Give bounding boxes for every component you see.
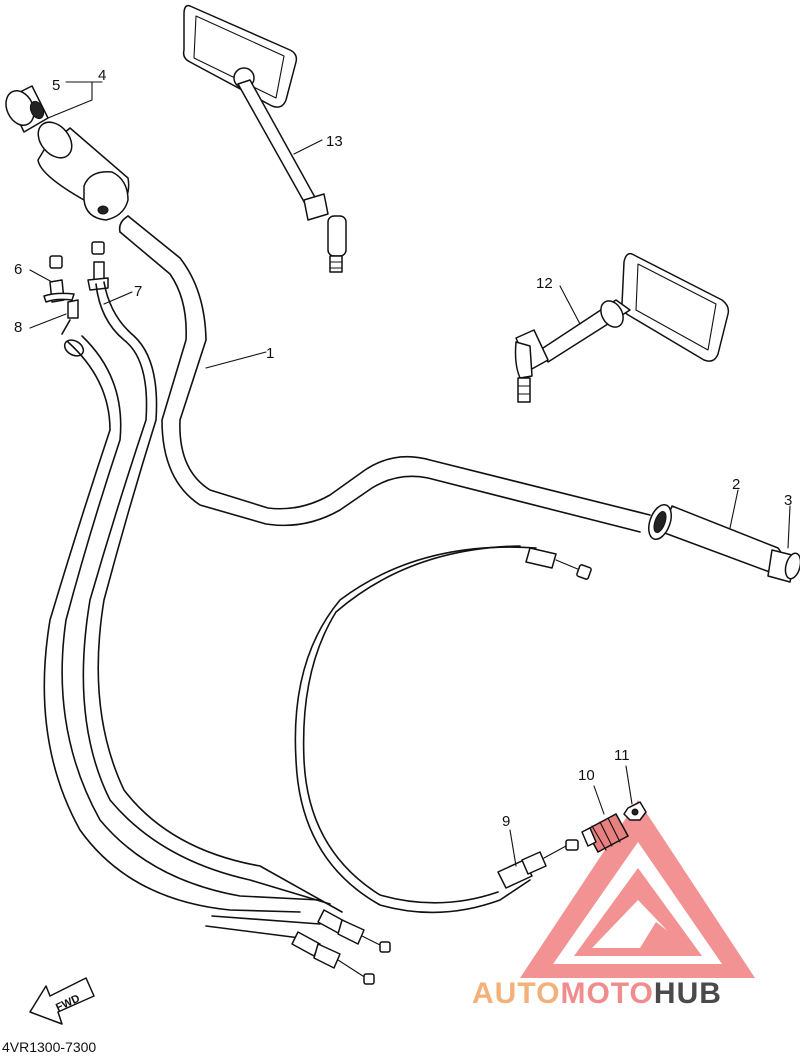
- label-part-12: 12: [536, 275, 553, 292]
- brand-hub: HUB: [654, 977, 722, 1010]
- grip-right-part-2: [648, 503, 784, 575]
- handlebar-part-1: [118, 215, 651, 533]
- grip-left-part-4: [37, 121, 130, 221]
- adjuster-part-10: [581, 812, 630, 854]
- cable-ends-bottom: [291, 909, 391, 985]
- label-part-9: 9: [502, 813, 510, 830]
- fwd-arrow-icon: FWD: [29, 977, 95, 1025]
- svg-text:AUTOMOTOHUB: AUTOMOTOHUB: [472, 977, 722, 1010]
- brand-auto: AUTO: [472, 977, 560, 1010]
- watermark-brand-text: AUTOMOTOHUB: [472, 977, 722, 1010]
- mirror-left-part-13: [182, 4, 347, 273]
- leader-lines: [29, 81, 791, 867]
- grip-end-part-5: [5, 85, 49, 133]
- label-part-4: 4: [98, 67, 106, 84]
- throttle-cables: [43, 281, 343, 939]
- diagram-code: 4VR1300-7300: [2, 1039, 96, 1055]
- label-part-8: 8: [14, 319, 22, 336]
- locknut-part-11: [623, 801, 647, 821]
- label-part-3: 3: [784, 492, 792, 509]
- brand-moto: MOTO: [560, 977, 653, 1010]
- mirror-right-part-12: [514, 252, 730, 403]
- part-labels: 1 2 3 4 5 6 7 8 9 10 11 12 13: [14, 67, 792, 830]
- label-part-2: 2: [732, 476, 740, 493]
- label-part-6: 6: [14, 261, 22, 278]
- label-part-11: 11: [614, 747, 630, 764]
- label-part-10: 10: [578, 767, 595, 784]
- label-part-7: 7: [134, 283, 142, 300]
- clutch-cable-part-9: [294, 545, 592, 914]
- label-part-5: 5: [52, 77, 60, 94]
- label-part-1: 1: [266, 345, 274, 362]
- bar-end-part-3: [767, 549, 800, 583]
- watermark-triangle-logo-icon: [520, 800, 755, 978]
- label-part-13: 13: [326, 133, 343, 150]
